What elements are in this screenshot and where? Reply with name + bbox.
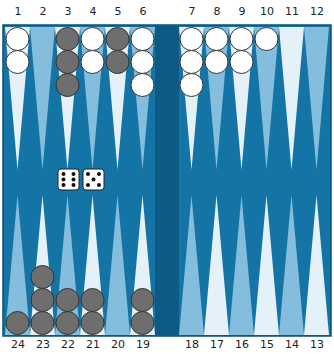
point-number: 17 [205,338,229,352]
point-number: 22 [56,338,80,352]
point-number: 21 [81,338,105,352]
point-number: 1 [6,5,30,19]
point-number: 3 [56,5,80,19]
point-number: 9 [230,5,254,19]
point-number: 14 [280,338,304,352]
point-number: 6 [131,5,155,19]
black-checkers [6,28,154,335]
die-six [58,169,79,190]
point-number: 8 [205,5,229,19]
white-checkers [6,28,278,97]
bottom-points [5,195,329,335]
point-number: 19 [131,338,155,352]
point-number: 18 [180,338,204,352]
point-number: 16 [230,338,254,352]
point-number: 2 [31,5,55,19]
point-number: 24 [6,338,30,352]
point-number: 20 [106,338,130,352]
die-five [83,169,104,190]
point-number: 10 [255,5,279,19]
point-number: 7 [180,5,204,19]
point-number: 12 [305,5,329,19]
top-points [5,27,329,170]
point-number: 11 [280,5,304,19]
point-number: 15 [255,338,279,352]
point-number: 4 [81,5,105,19]
point-number: 23 [31,338,55,352]
point-number: 5 [106,5,130,19]
point-number: 13 [305,338,329,352]
